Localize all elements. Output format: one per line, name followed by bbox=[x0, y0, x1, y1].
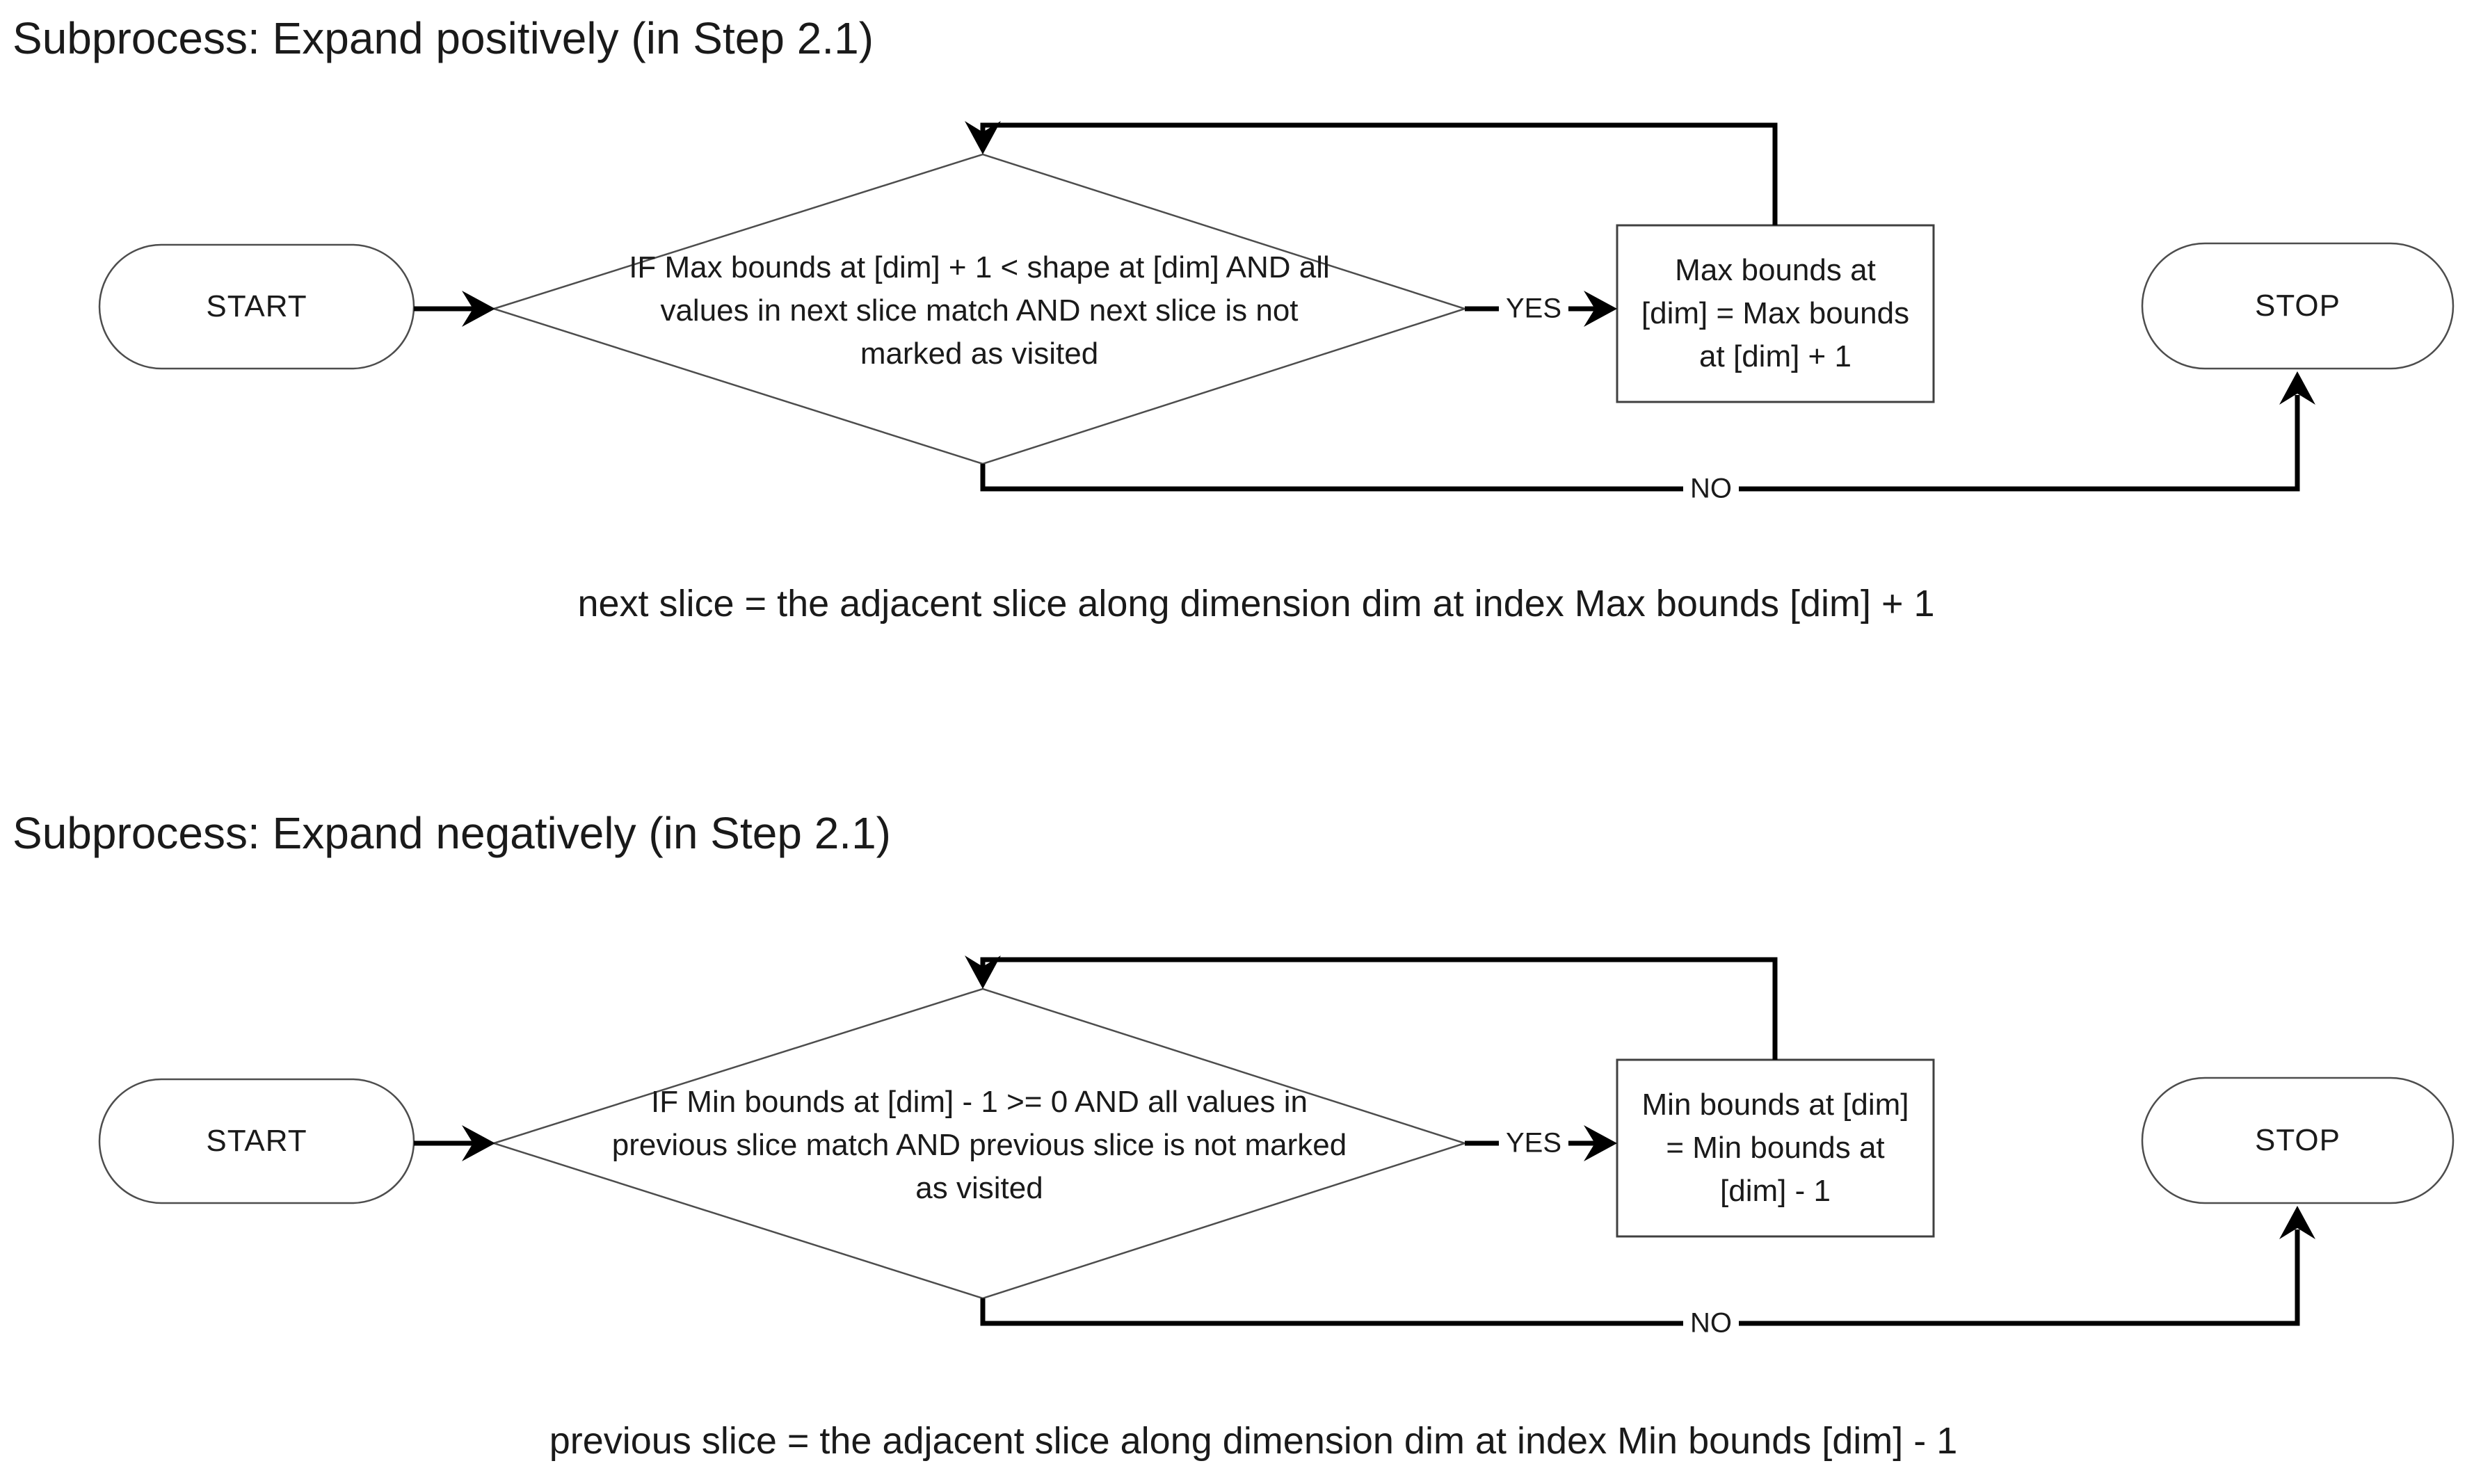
flow1-loop-connector bbox=[980, 122, 1778, 225]
flow1-start-arrowhead-icon bbox=[462, 291, 495, 327]
flow1-yes-arrowhead-icon bbox=[1584, 291, 1617, 327]
flow1-title: Subprocess: Expand positively (in Step 2… bbox=[13, 13, 874, 63]
flow2-no-label: NO bbox=[1683, 1307, 1739, 1339]
flow1-yes-label: YES bbox=[1498, 293, 1569, 325]
flow1-start-label: START bbox=[206, 289, 307, 323]
flow2-process-shape bbox=[1616, 1058, 1935, 1238]
flow1-no-label: NO bbox=[1683, 473, 1739, 505]
flow2-no-arrowhead-icon bbox=[2279, 1206, 2315, 1239]
flow1-no-arrowhead-icon bbox=[2279, 371, 2315, 405]
flow2-decision-text: IF Min bounds at [dim] - 1 >= 0 AND all … bbox=[611, 1085, 1347, 1205]
flow2-no-connector bbox=[980, 1229, 2300, 1326]
flow2-stop-shape bbox=[2141, 1076, 2455, 1204]
flow1-decision-text: IF Max bounds at [dim] + 1 < shape at [d… bbox=[629, 250, 1330, 371]
flow2-note: previous slice = the adjacent slice alon… bbox=[549, 1420, 1958, 1462]
flow2-diagram bbox=[98, 955, 2455, 1326]
flow1-process-shape bbox=[1616, 224, 1935, 403]
flow1-stop-label: STOP bbox=[2254, 289, 2340, 323]
flow2-start-label: START bbox=[206, 1124, 307, 1158]
flow2-stop-label: STOP bbox=[2254, 1123, 2340, 1157]
flow2-loop-connector bbox=[980, 957, 1778, 1060]
flow1-diagram bbox=[98, 121, 2455, 492]
flow1-note: next slice = the adjacent slice along di… bbox=[577, 583, 1935, 624]
flow2-process-text: Min bounds at [dim] = Min bounds at [dim… bbox=[1641, 1088, 1909, 1208]
flow1-process-text: Max bounds at [dim] = Max bounds at [dim… bbox=[1641, 253, 1910, 373]
flow1-no-connector bbox=[980, 395, 2300, 492]
flow2-loop-arrowhead-icon bbox=[965, 955, 1001, 989]
flow2-yes-label: YES bbox=[1498, 1127, 1569, 1159]
flow2-title: Subprocess: Expand negatively (in Step 2… bbox=[13, 808, 891, 858]
flow1-loop-arrowhead-icon bbox=[965, 121, 1001, 154]
flow2-yes-arrowhead-icon bbox=[1584, 1125, 1617, 1161]
flow1-stop-shape bbox=[2141, 242, 2455, 370]
flow2-start-arrowhead-icon bbox=[462, 1125, 495, 1161]
